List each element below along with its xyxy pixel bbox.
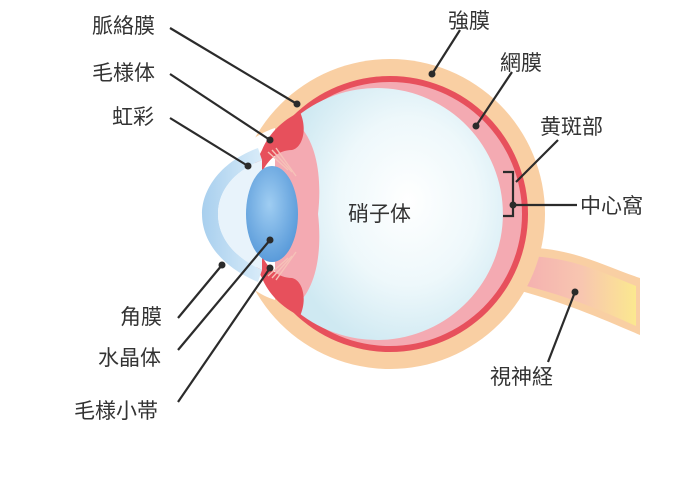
label-zonule: 毛様小帯 xyxy=(74,399,158,423)
label-lens: 水晶体 xyxy=(98,346,161,370)
label-iris: 虹彩 xyxy=(112,105,154,129)
label-fovea: 中心窩 xyxy=(580,194,643,218)
label-cornea: 角膜 xyxy=(120,305,162,329)
zonule-fibers xyxy=(267,147,297,281)
cornea xyxy=(202,148,262,282)
label-macula: 黄斑部 xyxy=(540,115,603,139)
label-optic-nerve: 視神経 xyxy=(490,365,553,389)
fovea-bracket xyxy=(503,170,515,218)
lens xyxy=(246,166,298,262)
label-vitreous: 硝子体 xyxy=(348,202,411,226)
vitreous-body xyxy=(293,88,503,341)
label-sclera: 強膜 xyxy=(448,9,490,33)
label-ciliary-body: 毛様体 xyxy=(92,61,155,85)
label-retina: 網膜 xyxy=(500,51,542,75)
leader-lines xyxy=(169,27,579,403)
label-choroid: 脈絡膜 xyxy=(92,14,155,38)
